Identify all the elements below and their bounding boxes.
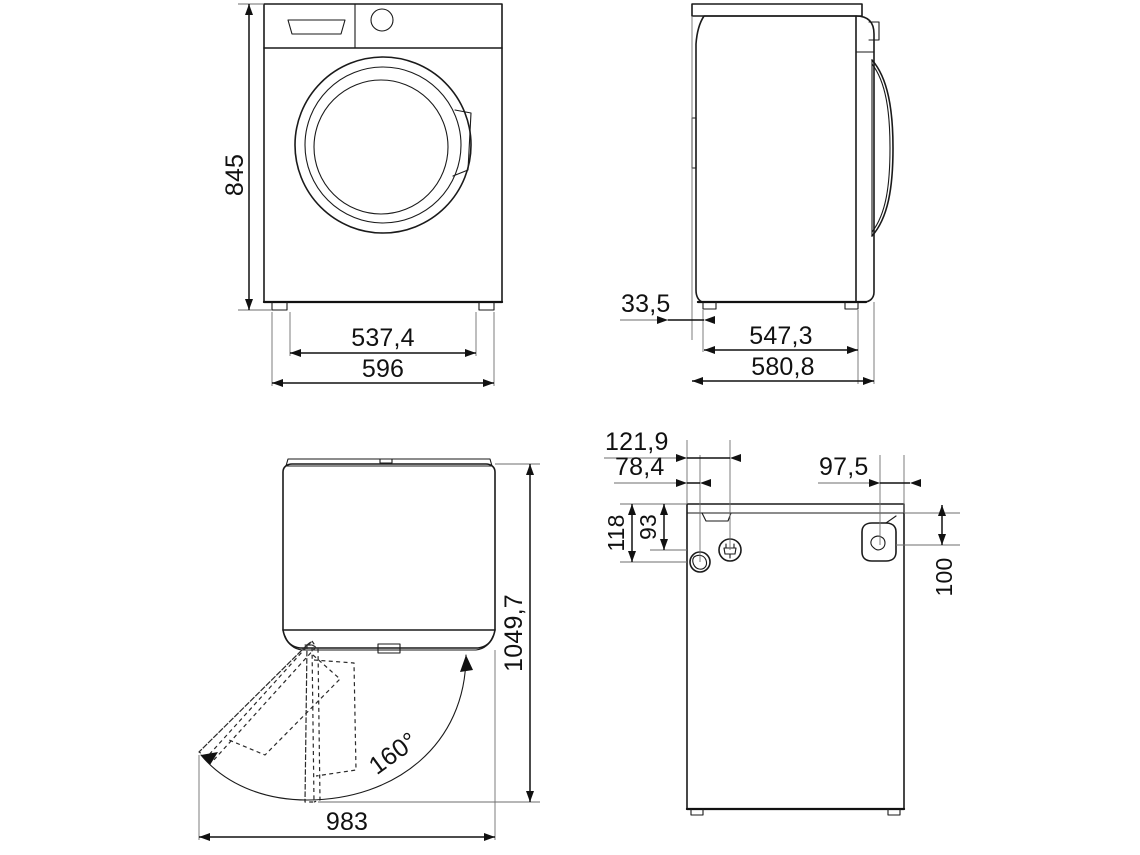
door-glass-opening <box>313 79 449 215</box>
dim-label-door-angle: 160° <box>364 727 423 781</box>
dim-label-height: 845 <box>221 154 249 196</box>
dim-label-body-depth: 547,3 <box>749 322 813 350</box>
door-swing-arc-left <box>200 754 308 801</box>
top-rear-vent <box>379 458 393 464</box>
dim-label-plug-offset: 121,9 <box>605 428 669 456</box>
rear-view-connections: 121,9 78,4 97,5 118 93 100 <box>603 428 960 816</box>
rear-foot-right <box>887 808 901 816</box>
door-position-160-glass <box>228 654 341 756</box>
water-inlet-inner <box>692 554 708 570</box>
front-foot-left <box>271 301 288 311</box>
dim-label-top-to-inlet: 118 <box>603 514 629 551</box>
door-inner-ring <box>304 66 462 224</box>
dim-label-rear-offset: 33,5 <box>621 290 670 318</box>
door-position-90-outline <box>304 644 315 803</box>
dim-label-overall-width: 596 <box>362 355 404 383</box>
rear-top-edge-notch <box>701 512 732 522</box>
side-view: 33,5 547,3 580,8 <box>620 3 894 385</box>
side-foot-front <box>844 301 859 310</box>
side-control-panel-tab[interactable] <box>868 21 880 41</box>
drain-holder-neck <box>885 515 897 524</box>
top-door-handle-tab[interactable] <box>377 643 401 654</box>
detergent-drawer[interactable] <box>287 19 346 35</box>
dim-label-overall-depth: 580,8 <box>751 353 815 381</box>
control-knob[interactable] <box>370 8 394 32</box>
dim-label-top-to-plug: 93 <box>635 514 661 540</box>
arc-arrow-top <box>460 655 473 672</box>
arc-arrow-left <box>201 752 218 765</box>
side-door-bulge-inner <box>871 63 891 233</box>
side-door-bulge-outer <box>871 59 894 237</box>
door-position-90-glass <box>313 659 357 777</box>
door-position-90-side <box>311 644 321 803</box>
door-outer-ring <box>294 56 472 234</box>
rear-foot-left <box>690 808 704 816</box>
front-view: 845 537,4 596 <box>221 3 504 387</box>
top-cabinet-outline <box>282 463 496 631</box>
plug-body <box>723 547 737 555</box>
drain-hose-opening <box>870 535 886 551</box>
drain-hose-holder <box>861 522 897 562</box>
side-cabinet-outline <box>695 15 857 303</box>
dim-label-top-to-drain: 100 <box>931 558 957 597</box>
top-door-front-strip-inner <box>284 635 494 651</box>
dim-label-width-door-open: 983 <box>326 808 368 836</box>
plug-pins <box>725 543 735 549</box>
dim-label-body-width: 537,4 <box>351 324 415 352</box>
dim-label-drain-offset: 97,5 <box>819 453 868 481</box>
dim-label-depth-door-open: 1049,7 <box>500 594 528 672</box>
side-foot-rear <box>702 301 717 310</box>
door-position-160-side <box>206 640 317 763</box>
top-view-door-swing: 160° 1049,7 983 <box>198 458 540 841</box>
door-swing-arc-right <box>306 654 467 801</box>
side-front-face <box>855 15 875 303</box>
dim-label-inlet-offset: 78,4 <box>615 453 664 481</box>
top-door-front-strip <box>282 629 496 649</box>
front-foot-right <box>478 301 495 311</box>
door-handle-notch[interactable] <box>452 109 472 177</box>
side-top-panel <box>691 3 863 17</box>
door-position-160-outline <box>198 640 313 758</box>
